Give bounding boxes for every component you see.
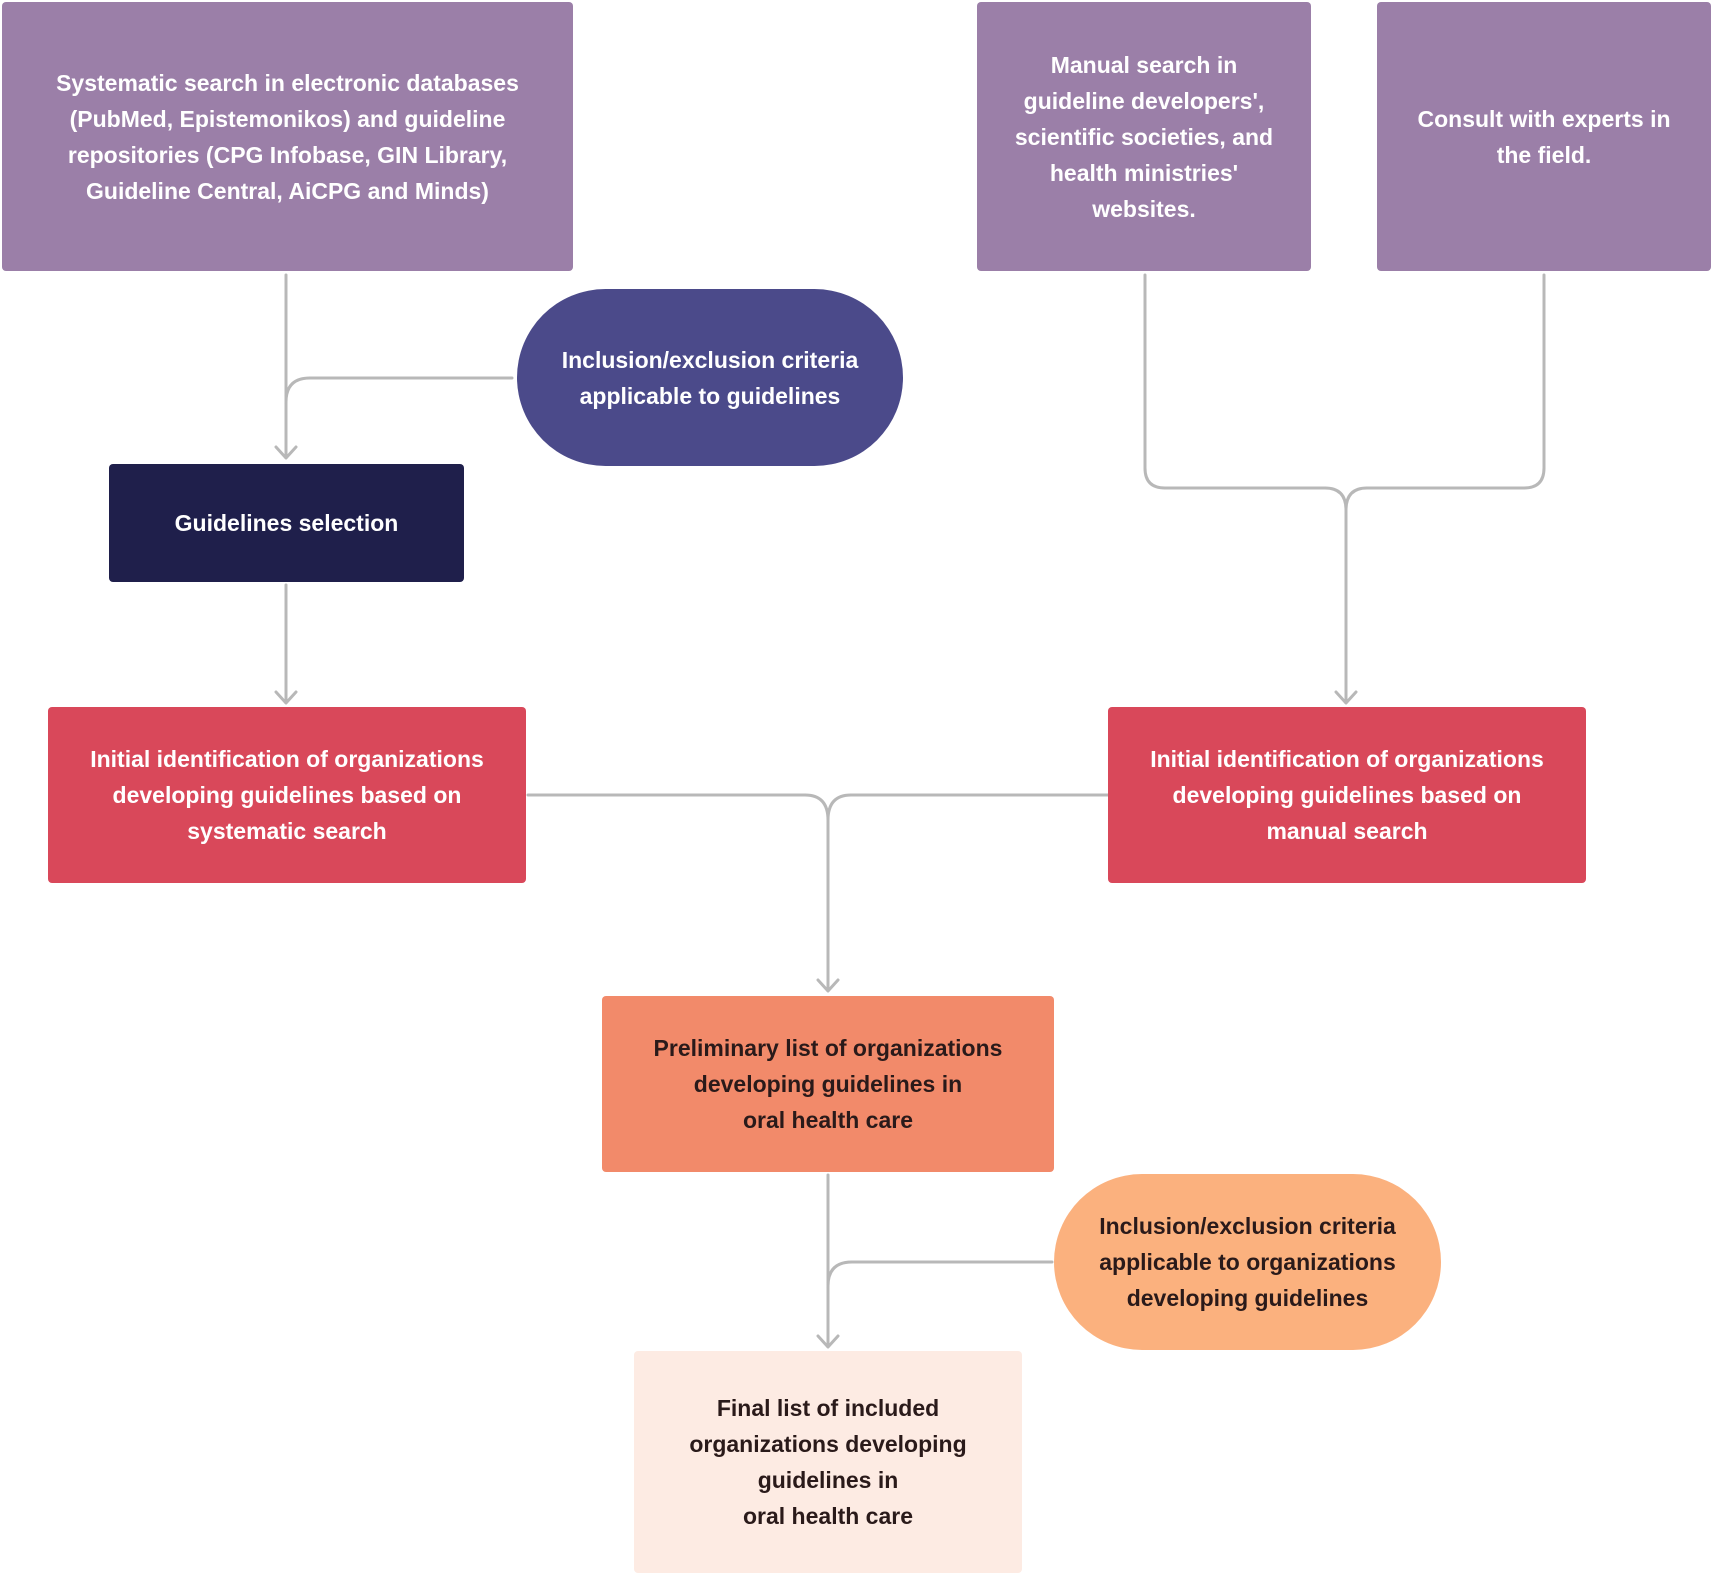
manual-search-text: Manual search in guideline developers', … <box>1014 51 1274 222</box>
criteria-organizations-text: Inclusion/exclusion criteria applicable … <box>1099 1213 1396 1311</box>
initial-systematic-text: Initial identification of organizations … <box>90 746 484 844</box>
connector-right-merge <box>826 793 1110 822</box>
preliminary-list-text: Preliminary list of organizations develo… <box>653 1035 1003 1133</box>
guidelines-selection-text: Guidelines selection <box>174 510 399 536</box>
manual-search-box: Manual search in guideline developers', … <box>977 2 1311 271</box>
arrowhead-preliminary <box>816 978 840 993</box>
guidelines-selection-box: Guidelines selection <box>109 464 464 582</box>
connector-manual-branch <box>1143 273 1348 512</box>
initial-manual-text: Initial identification of organizations … <box>1150 746 1544 844</box>
criteria-guidelines-text: Inclusion/exclusion criteria applicable … <box>561 346 859 409</box>
consult-experts-text: Consult with experts in the field. <box>1417 105 1671 168</box>
systematic-search-text: Systematic search in electronic database… <box>56 69 519 204</box>
final-list-box: Final list of included organizations dev… <box>634 1351 1022 1573</box>
connector-criteria-to-selection <box>284 376 514 404</box>
connector-experts-branch <box>1344 273 1546 512</box>
consult-experts-box: Consult with experts in the field. <box>1377 2 1711 271</box>
criteria-guidelines-pill: Inclusion/exclusion criteria applicable … <box>517 289 903 466</box>
initial-manual-box: Initial identification of organizations … <box>1108 707 1586 883</box>
connector-left-merge <box>526 793 830 822</box>
connector-criteria-org-to-final <box>826 1260 1054 1288</box>
arrowhead-selection <box>274 445 298 460</box>
arrowhead-initial-manual <box>1334 690 1358 705</box>
final-list-text: Final list of included organizations dev… <box>689 1395 967 1529</box>
preliminary-list-box: Preliminary list of organizations develo… <box>602 996 1054 1172</box>
criteria-organizations-pill: Inclusion/exclusion criteria applicable … <box>1054 1174 1441 1350</box>
arrowhead-final <box>816 1334 840 1349</box>
arrowhead-initial-systematic <box>274 690 298 705</box>
initial-systematic-box: Initial identification of organizations … <box>48 707 526 883</box>
systematic-search-box: Systematic search in electronic database… <box>2 2 573 271</box>
